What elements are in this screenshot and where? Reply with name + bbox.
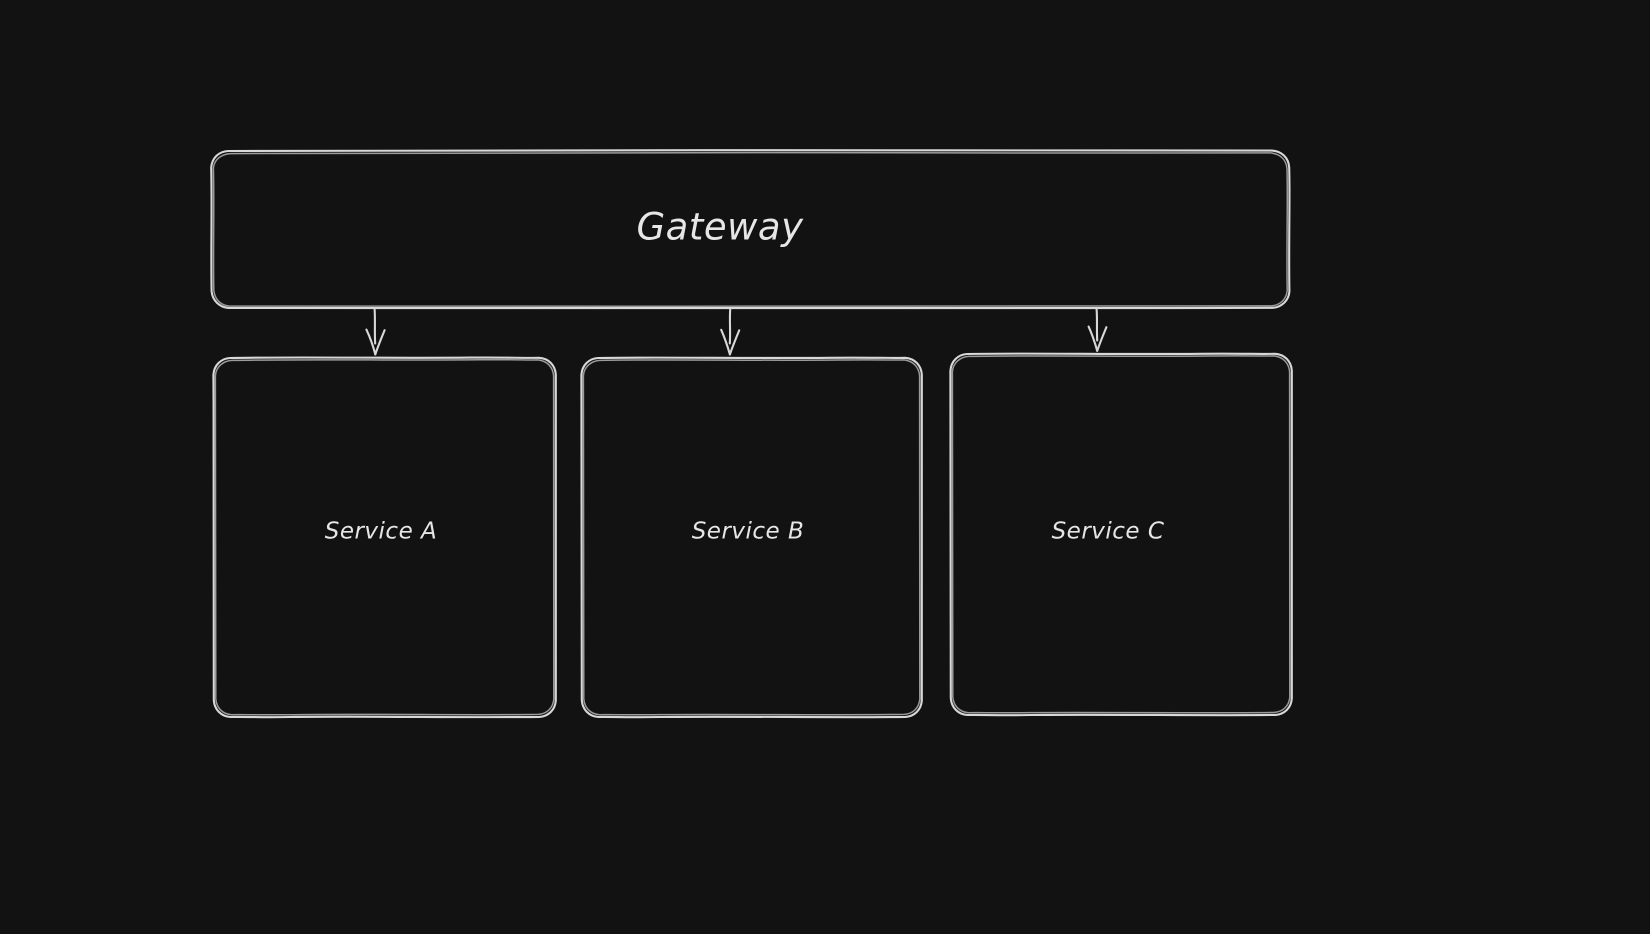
edge-gateway-service-b-arrowhead bbox=[720, 328, 731, 356]
node-service-c[interactable]: Service C bbox=[949, 352, 1294, 717]
node-service-a-fill bbox=[213, 357, 556, 717]
edge-gateway-service-b-arrowhead-right bbox=[728, 329, 741, 356]
edge-gateway-service-a-arrowhead-right bbox=[374, 329, 386, 356]
edge-gateway-service-c-arrowhead bbox=[1087, 325, 1099, 352]
node-service-c-outline bbox=[949, 352, 1294, 717]
node-service-c-outline-sketch bbox=[951, 355, 1291, 714]
node-gateway-outline bbox=[210, 149, 1291, 310]
node-service-b-label: Service B bbox=[692, 519, 805, 545]
node-service-a-outline-sketch bbox=[214, 358, 555, 716]
node-service-b-outline-sketch bbox=[582, 359, 921, 716]
edge-gateway-service-a-line bbox=[373, 308, 377, 345]
edge-gateway-service-b[interactable] bbox=[720, 308, 741, 356]
node-service-b[interactable]: Service B bbox=[580, 356, 924, 719]
node-service-c-fill bbox=[950, 353, 1292, 715]
edge-gateway-service-c-arrowhead-right bbox=[1096, 326, 1108, 352]
node-service-b-outline bbox=[580, 356, 924, 719]
edge-gateway-service-c[interactable] bbox=[1087, 308, 1108, 352]
node-service-c-label: Service C bbox=[1052, 519, 1165, 545]
node-service-a[interactable]: Service A bbox=[212, 356, 558, 719]
edge-gateway-service-a-arrowhead bbox=[365, 328, 377, 356]
edge-gateway-service-a[interactable] bbox=[365, 308, 386, 356]
node-service-b-fill bbox=[581, 357, 922, 717]
node-service-a-label: Service A bbox=[325, 519, 438, 545]
node-gateway-label: Gateway bbox=[637, 206, 805, 249]
node-gateway[interactable]: Gateway bbox=[210, 149, 1291, 310]
edge-gateway-service-c-line bbox=[1095, 308, 1099, 342]
node-service-a-outline bbox=[212, 356, 558, 719]
node-gateway-fill bbox=[211, 150, 1290, 308]
node-gateway-outline-sketch bbox=[212, 151, 1289, 308]
